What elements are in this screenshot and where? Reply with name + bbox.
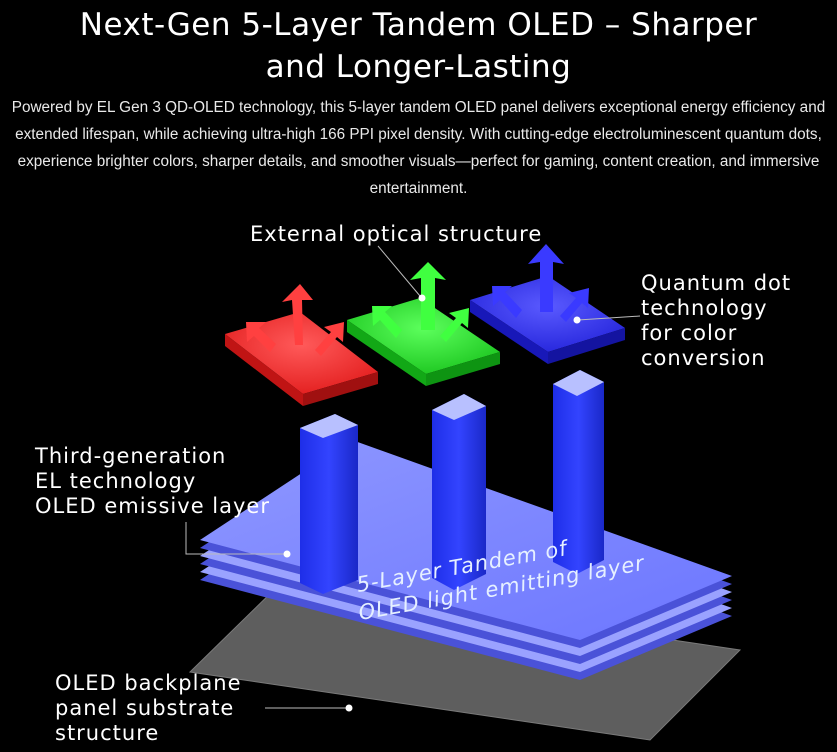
label-emissive-layer: Third-generation EL technology OLED emis… [34,444,270,518]
dot-backplane [345,704,353,712]
title-line-2: and Longer-Lasting [265,49,572,85]
dot-optical [418,294,426,302]
backplane-substrate [188,581,742,741]
label-emissive-line-2: EL technology [35,469,196,493]
label-quantum-dot: Quantum dot technology for color convers… [641,271,791,370]
label-backplane-line-3: structure [55,721,159,745]
title-line-1: Next-Gen 5-Layer Tandem OLED – Sharper [79,7,758,43]
label-external-optical: External optical structure [250,222,542,246]
label-backplane-line-2: panel substrate [55,696,234,720]
page-title: Next-Gen 5-Layer Tandem OLED – Sharper a… [0,4,837,88]
blue-subpixel-plate [470,244,625,364]
leader-quantum [577,315,641,321]
label-emissive-line-1: Third-generation [34,444,226,468]
label-quantum-line-1: Quantum dot [641,271,791,295]
emission-pillar-right [553,370,604,574]
green-subpixel-plate [347,262,500,386]
leader-emissive [185,522,286,555]
red-subpixel-plate [225,284,378,406]
label-backplane-line-1: OLED backplane [55,671,242,695]
label-quantum-line-3: for color [641,321,737,345]
leader-optical [377,245,421,297]
leader-dots [283,294,581,712]
label-emissive-line-3: OLED emissive layer [35,494,270,518]
leader-lines [185,245,641,709]
label-backplane: OLED backplane panel substrate structure [55,671,242,745]
emission-pillar-middle [432,394,486,590]
dot-emissive [283,550,291,558]
dot-quantum [573,316,581,324]
label-quantum-line-2: technology [641,296,768,320]
label-quantum-line-4: conversion [641,346,766,370]
emission-pillar-left [300,414,358,594]
intro-paragraph: Powered by EL Gen 3 QD-OLED technology, … [11,99,826,197]
